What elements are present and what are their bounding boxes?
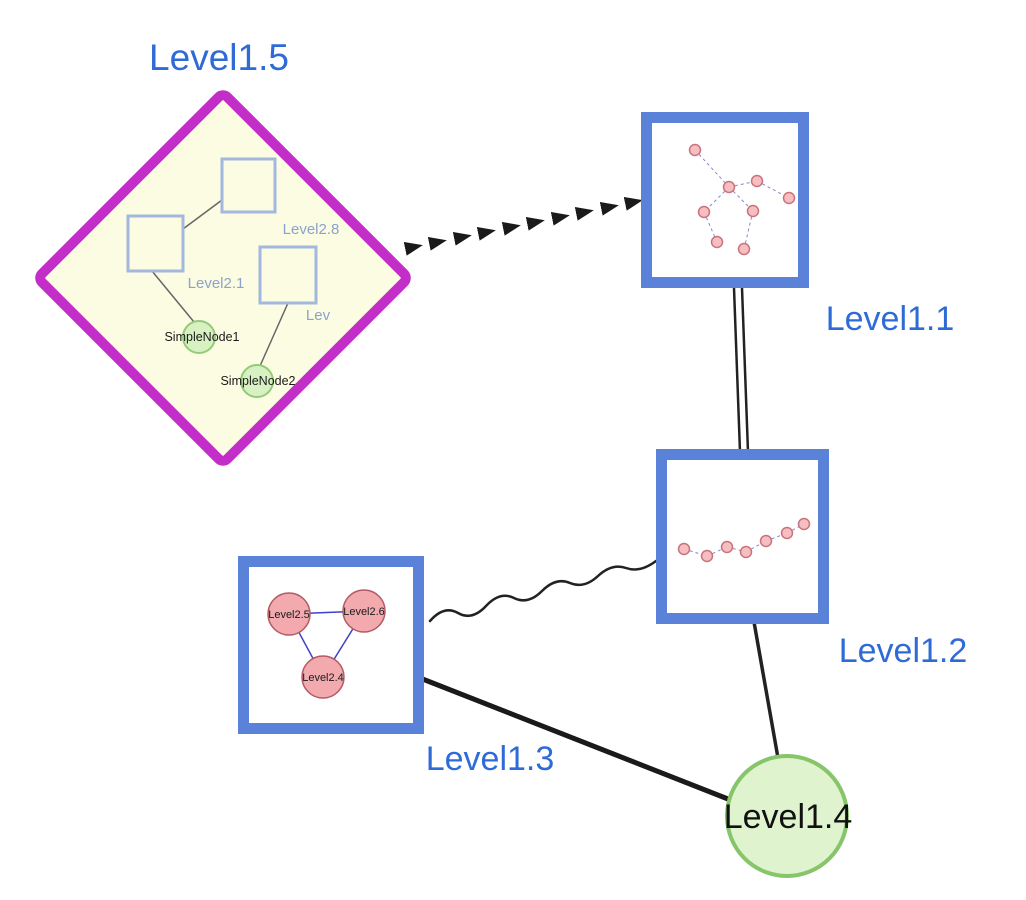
mini-node[interactable] <box>677 542 691 556</box>
node-lev-square[interactable] <box>258 245 318 305</box>
group-node-level1-3-box[interactable] <box>238 556 424 734</box>
node-level2-1-square[interactable] <box>126 214 185 273</box>
node-level2-5-circle[interactable] <box>267 592 311 636</box>
group-node-level1-2-box[interactable] <box>656 449 829 624</box>
mini-node[interactable] <box>720 540 734 554</box>
mini-graph-nodes-level1-2[interactable] <box>677 517 811 563</box>
mini-node[interactable] <box>710 235 724 249</box>
mini-node[interactable] <box>722 180 736 194</box>
label-level2-4: Level2.4 <box>302 672 344 684</box>
edge-level1-3-to-level1-2-wavy <box>428 559 658 623</box>
node-level2-8-square[interactable] <box>220 157 277 214</box>
mini-node[interactable] <box>746 204 760 218</box>
mini-node[interactable] <box>688 143 702 157</box>
edge-lev-to-simplenode2 <box>259 302 289 367</box>
edge-level1-1-to-level1-2-line-a <box>732 287 742 453</box>
mini-node[interactable] <box>780 526 794 540</box>
node-simplenode2-circle[interactable] <box>240 364 274 398</box>
label-level1-2: Level1.2 <box>839 632 968 670</box>
edge-level1-5-to-level1-1-arrow-chain <box>403 196 643 256</box>
mini-node[interactable] <box>759 534 773 548</box>
label-level1-5: Level1.5 <box>149 37 289 78</box>
edge-level1-1-to-level1-2-line-b <box>740 287 750 453</box>
mini-graph-nodes-level1-1[interactable] <box>688 143 796 256</box>
mini-node[interactable] <box>797 517 811 531</box>
edge-level1-3-to-level1-4 <box>419 675 729 802</box>
label-level2-6: Level2.6 <box>343 606 385 618</box>
label-level2-5: Level2.5 <box>268 609 310 621</box>
node-level2-6-circle[interactable] <box>342 589 386 633</box>
group-node-level1-5-diamond[interactable] <box>35 90 411 466</box>
mini-node[interactable] <box>739 545 753 559</box>
label-level2-8: Level2.8 <box>283 221 340 238</box>
mini-node[interactable] <box>750 174 764 188</box>
node-simplenode1-circle[interactable] <box>182 320 216 354</box>
edge-level2-1-to-level2-8 <box>182 199 223 230</box>
mini-node[interactable] <box>700 549 714 563</box>
label-level1-3: Level1.3 <box>426 740 555 778</box>
group-node-level1-1-box[interactable] <box>641 112 809 288</box>
mini-node[interactable] <box>737 242 751 256</box>
label-simplenode2: SimpleNode2 <box>220 374 295 388</box>
edge-level2-1-to-simplenode1 <box>151 270 195 323</box>
label-simplenode1: SimpleNode1 <box>164 330 239 344</box>
label-level1-4: Level1.4 <box>724 798 853 836</box>
label-level2-1: Level2.1 <box>188 275 245 292</box>
edge-level1-2-to-level1-4 <box>752 621 780 759</box>
label-level1-1: Level1.1 <box>826 300 955 338</box>
mini-node[interactable] <box>782 191 796 205</box>
label-lev-truncated: Lev <box>306 307 331 324</box>
node-level2-4-circle[interactable] <box>301 655 345 699</box>
node-level1-4-circle[interactable] <box>725 754 849 878</box>
mini-node[interactable] <box>697 205 711 219</box>
